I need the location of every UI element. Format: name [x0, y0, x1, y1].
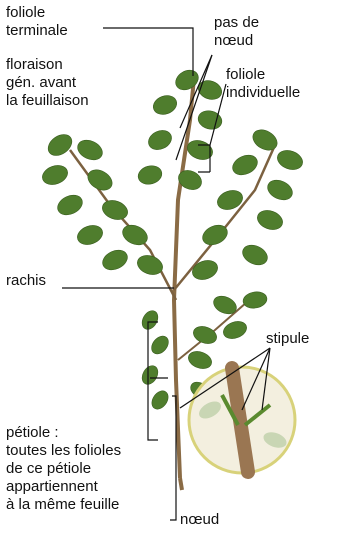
label-petiole: pétiole : toutes les folioles de ce péti… [6, 424, 121, 514]
label-line: foliole [6, 4, 68, 22]
label-line: pétiole : [6, 424, 121, 442]
label-line: terminale [6, 22, 68, 40]
label-line: de ce pétiole [6, 460, 121, 478]
label-floraison: floraison gén. avant la feuillaison [6, 56, 89, 110]
label-noeud: nœud [180, 511, 219, 529]
label-line: foliole [226, 66, 300, 84]
label-line: appartiennent [6, 478, 121, 496]
label-stipule: stipule [266, 330, 309, 348]
label-line: nœud [214, 32, 259, 50]
label-line: pas de [214, 14, 259, 32]
label-line: individuelle [226, 84, 300, 102]
label-foliole-terminale: foliole terminale [6, 4, 68, 40]
stipule-callout [189, 367, 295, 473]
label-line: floraison [6, 56, 89, 74]
line-foliole-terminale [103, 28, 193, 76]
label-line: à la même feuille [6, 496, 121, 514]
leaflets [40, 66, 306, 412]
label-rachis: rachis [6, 272, 46, 290]
label-line: gén. avant [6, 74, 89, 92]
label-foliole-individuelle: foliole individuelle [226, 66, 300, 102]
label-line: toutes les folioles [6, 442, 121, 460]
petiole-lower [180, 478, 182, 490]
label-pas-de-noeud: pas de nœud [214, 14, 259, 50]
label-line: la feuillaison [6, 92, 89, 110]
line-noeud [170, 396, 176, 520]
